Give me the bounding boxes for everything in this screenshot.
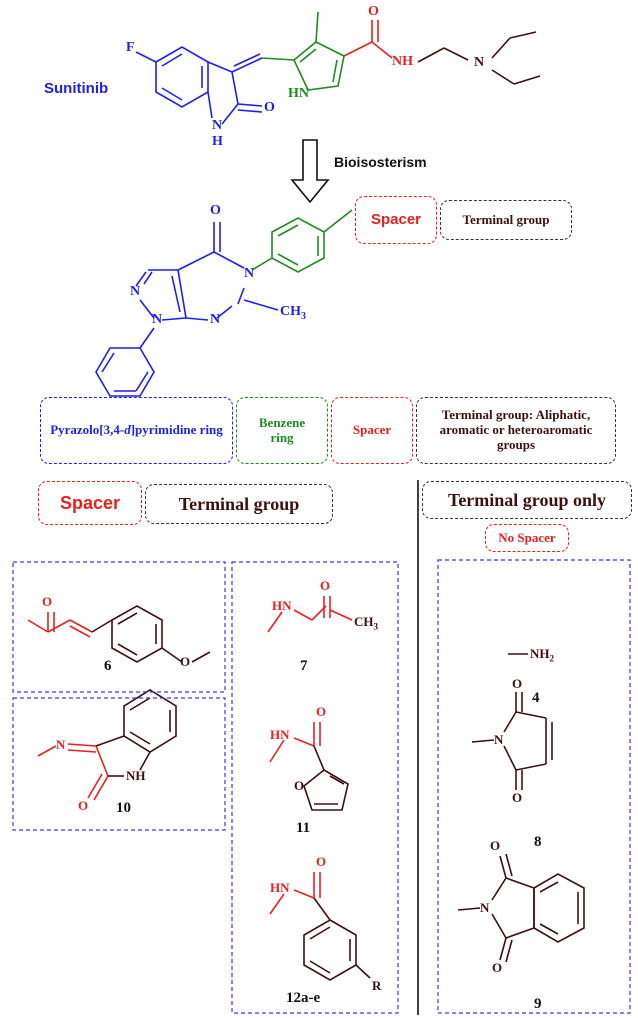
c11-atom-ofuran: O	[294, 778, 305, 793]
box-compound-6	[12, 561, 226, 693]
compound-12-structure	[269, 872, 371, 981]
sunitinib-atom-h-oxindole: H	[212, 134, 223, 149]
core-atom-o: O	[210, 203, 221, 218]
core-atom-n5: N	[244, 266, 255, 281]
legend-spacer-box: Spacer	[331, 397, 413, 464]
c4-atom-nh2: NH2	[530, 646, 554, 664]
core-terminal-box: Terminal group	[440, 200, 572, 240]
c12-atom-r: R	[372, 978, 382, 993]
c8-atom-n: N	[494, 732, 504, 747]
box-compound-10	[12, 697, 226, 831]
compound-10-label: 10	[116, 800, 131, 816]
c10-atom-nh: NH	[126, 768, 146, 783]
c8-atom-o1: O	[512, 676, 523, 691]
compound-11-label: 11	[296, 820, 311, 836]
compound-7-structure	[267, 596, 353, 633]
c10-atom-n: N	[56, 737, 66, 752]
compound-9-structure	[457, 853, 585, 963]
bioisosterism-arrow	[290, 139, 330, 204]
section-terminal-only-box: Terminal group only	[422, 481, 632, 519]
bioisosterism-label: Bioisosterism	[334, 154, 427, 170]
core-atom-n1: N	[152, 312, 163, 327]
box-compounds-4-8-9	[437, 559, 631, 1014]
c11-atom-o: O	[316, 704, 327, 719]
c12-atom-hn: HN	[270, 880, 290, 895]
compound-12-label: 12a-e	[286, 990, 321, 1006]
legend-terminal-box: Terminal group: Aliphatic, aromatic or h…	[416, 397, 616, 464]
c8-atom-o2: O	[512, 790, 523, 805]
sunitinib-atom-o-amide: O	[368, 4, 379, 19]
c7-atom-o: O	[320, 578, 331, 593]
sunitinib-atom-n-amine: N	[474, 55, 485, 70]
sunitinib-atom-hn-pyrrole: HN	[288, 86, 309, 101]
c6-atom-o: O	[42, 594, 53, 609]
compound-8-label: 8	[534, 834, 542, 850]
compound-8-structure	[471, 692, 553, 790]
compound-11-structure	[269, 722, 349, 811]
compound-9-label: 9	[534, 996, 542, 1012]
core-structure	[95, 209, 353, 397]
c11-atom-hn: HN	[270, 727, 290, 742]
sunitinib-label: Sunitinib	[44, 80, 109, 97]
core-spacer-box: Spacer	[355, 196, 437, 244]
compound-10-structure	[37, 689, 177, 801]
c7-atom-hn: HN	[272, 598, 292, 613]
c10-atom-o: O	[78, 798, 89, 813]
core-atom-n7: N	[210, 312, 221, 327]
compound-4-label: 4	[532, 690, 540, 706]
sunitinib-structure	[135, 11, 541, 125]
compound-6-label: 6	[104, 658, 112, 674]
c12-atom-o: O	[316, 854, 327, 869]
core-atom-ch3: CH3	[280, 304, 306, 322]
sunitinib-atom-nh-amide: NH	[392, 54, 413, 69]
core-atom-n-left: N	[130, 284, 141, 299]
legend-pyrazolo-box: Pyrazolo[3,4-d]pyrimidine ring	[40, 397, 233, 464]
box-compounds-7-11-12	[231, 561, 399, 1014]
sunitinib-atom-f: F	[126, 40, 135, 55]
section-spacer-box: Spacer	[38, 481, 142, 525]
sunitinib-atom-o-oxindole: O	[264, 100, 275, 115]
legend-benzene-box: Benzene ring	[236, 397, 328, 464]
section-no-spacer-box: No Spacer	[485, 524, 569, 552]
compound-6-structure	[27, 605, 211, 663]
c6-atom-ome: O	[180, 654, 191, 669]
c9-atom-o2: O	[492, 960, 503, 975]
compound-7-label: 7	[300, 658, 308, 674]
c9-atom-o1: O	[490, 838, 501, 853]
section-terminal-box: Terminal group	[145, 484, 333, 524]
sunitinib-atom-n-oxindole: N	[212, 118, 223, 133]
c9-atom-n: N	[480, 900, 490, 915]
c7-atom-ch3: CH3	[354, 614, 378, 632]
